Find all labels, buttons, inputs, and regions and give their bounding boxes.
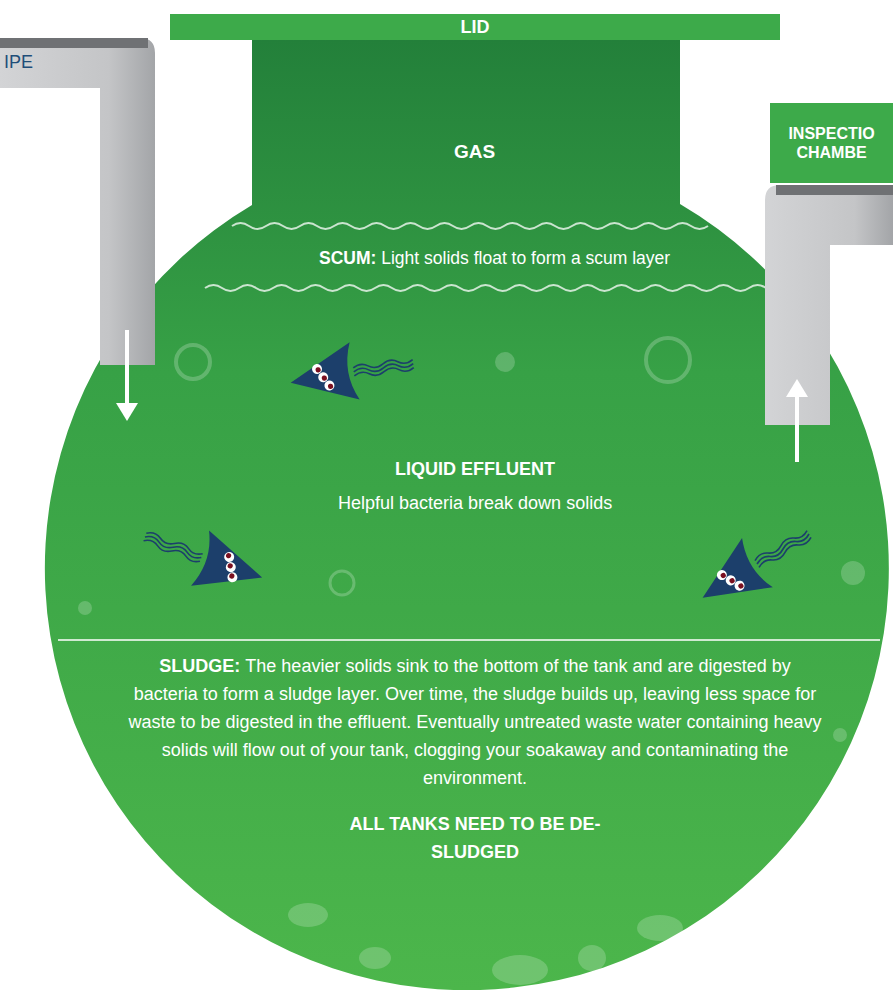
bubble — [833, 728, 847, 742]
scum-wave — [205, 285, 766, 291]
bacterium — [286, 334, 417, 409]
gas-layer: GAS — [454, 140, 495, 164]
heading-text: GAS — [454, 141, 495, 162]
text-line: LID — [461, 17, 490, 38]
bubble — [646, 338, 690, 382]
heading-text: SLUDGE: — [159, 656, 240, 676]
bubble — [492, 955, 548, 985]
outlet-pipe — [765, 185, 893, 425]
text-line: LIQUID EFFLUENT — [338, 452, 612, 486]
part-label: IPE — [4, 52, 33, 73]
bubble — [359, 947, 391, 969]
flow-arrow — [795, 392, 799, 462]
text-line: SLUDGE:The heavier solids sink to the bo… — [125, 652, 825, 792]
pipe-shading — [0, 38, 148, 48]
sludge-layer: SLUDGE:The heavier solids sink to the bo… — [125, 652, 825, 866]
bubble — [578, 945, 606, 971]
heading-text: LIQUID EFFLUENT — [395, 459, 555, 479]
text-line: SCUM:Light solids float to form a scum l… — [319, 245, 670, 271]
pipe-shading — [776, 185, 893, 195]
bubble — [78, 601, 92, 615]
flow-arrow — [125, 330, 129, 408]
text-line: INSPECTIO CHAMBE — [774, 124, 889, 162]
text-line: GAS — [454, 140, 495, 164]
heading-text: ALL TANKS NEED TO BE DE-SLUDGED — [349, 814, 600, 862]
heading-text: INSPECTIO CHAMBE — [788, 125, 874, 161]
flow-arrowhead — [786, 379, 808, 397]
tank-body — [45, 40, 889, 990]
heading-text: LID — [461, 17, 490, 37]
heading-text: SCUM: — [319, 248, 376, 268]
bubble — [288, 903, 328, 927]
body-text: Light solids float to form a scum layer — [381, 248, 670, 268]
text-line: Helpful bacteria break down solids — [338, 486, 612, 520]
scum-wave — [232, 223, 708, 229]
liquid-effluent-layer: LIQUID EFFLUENT Helpful bacteria break do… — [338, 452, 612, 520]
inspection-chamber: INSPECTIO CHAMBE — [770, 103, 893, 183]
flow-arrowhead — [116, 403, 138, 421]
text-line: ALL TANKS NEED TO BE DE-SLUDGED — [325, 810, 625, 866]
body-text: Helpful bacteria break down solids — [338, 493, 612, 513]
bubble — [176, 345, 210, 379]
bubble — [841, 561, 865, 585]
inlet-pipe — [0, 38, 155, 365]
bubble — [637, 915, 683, 941]
bubble — [495, 352, 515, 372]
lid-bar: LID — [170, 14, 780, 40]
bacterium — [687, 508, 823, 620]
bubble — [330, 571, 354, 595]
bacterium — [135, 511, 271, 608]
scum-layer: SCUM:Light solids float to form a scum l… — [319, 245, 670, 271]
layer-divider — [58, 639, 880, 641]
